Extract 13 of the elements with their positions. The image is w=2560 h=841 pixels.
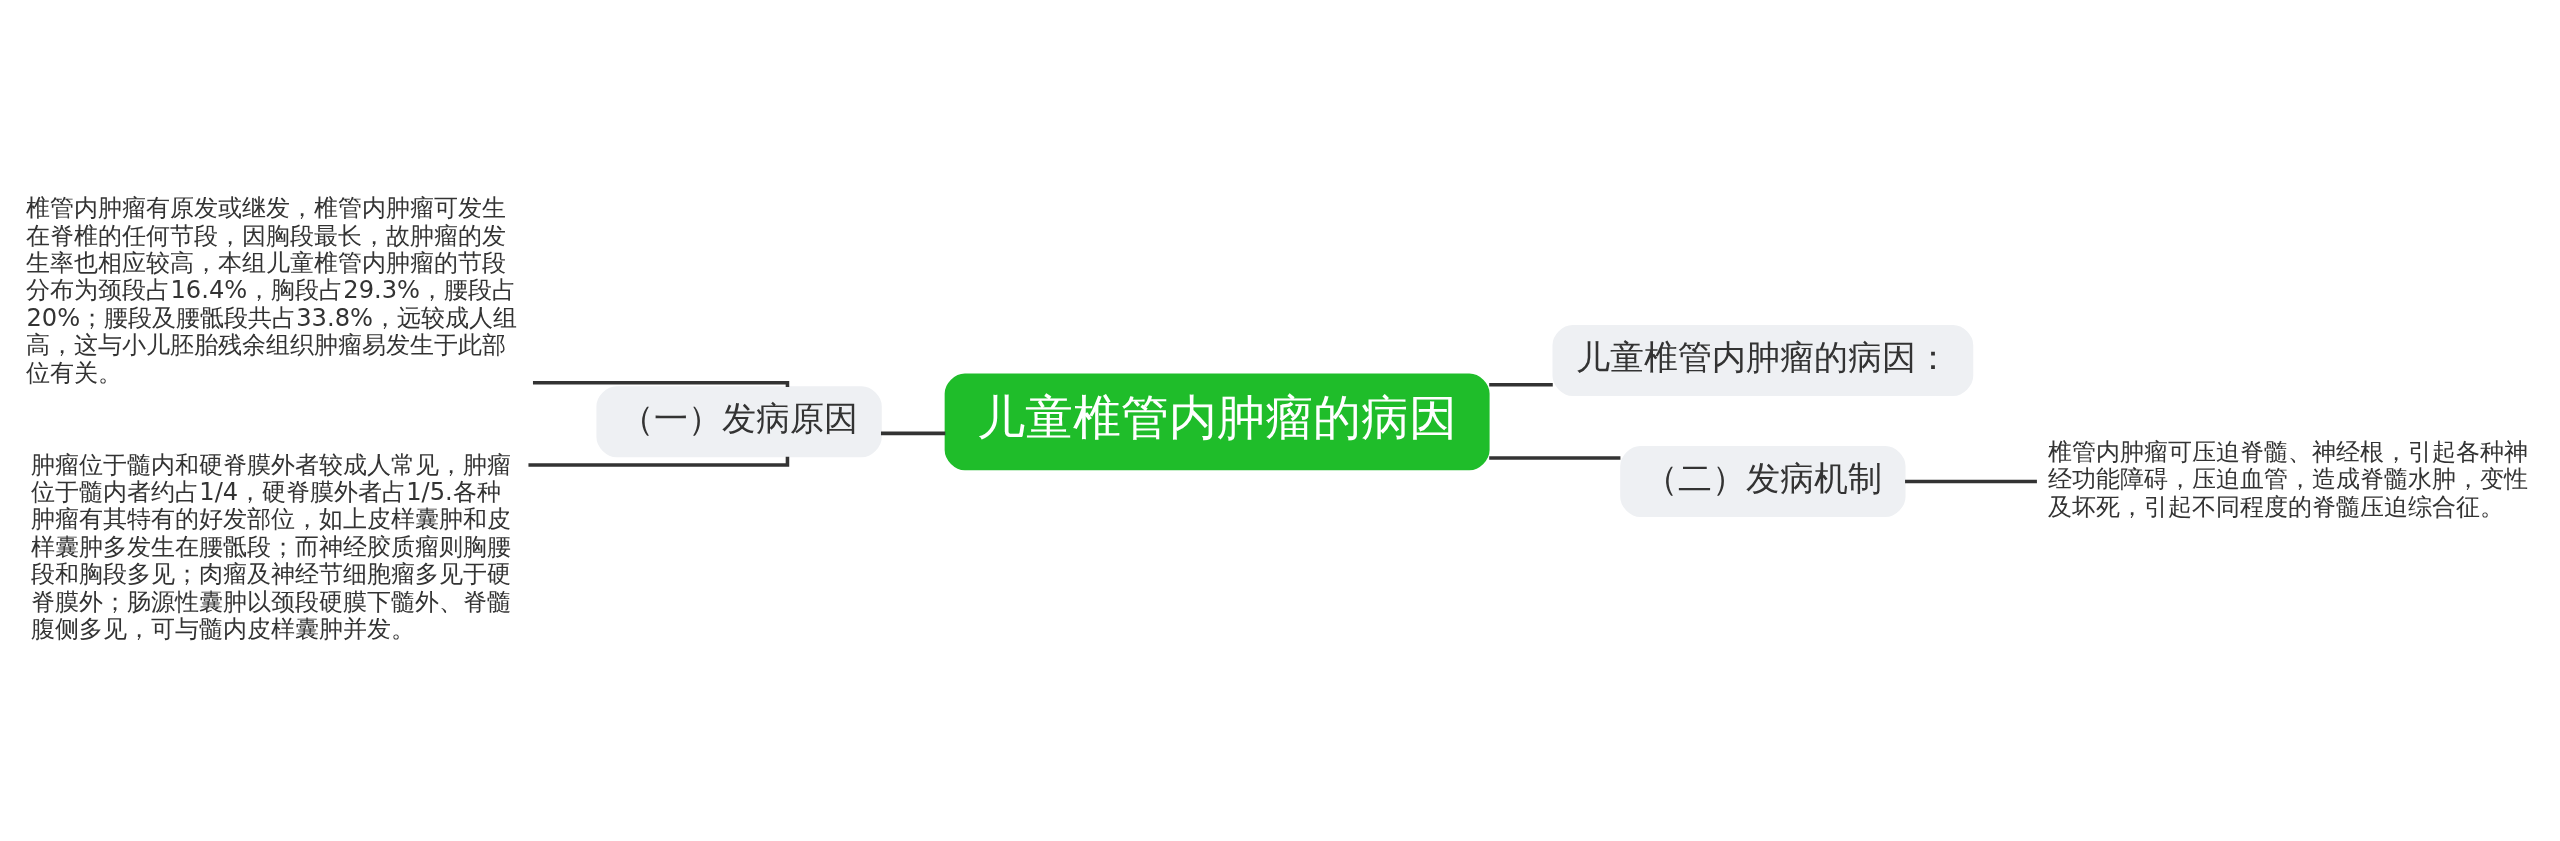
- connector: [528, 456, 790, 467]
- node-text: 椎管内肿瘤有原发或继发，椎管内肿瘤可发生在脊椎的任何节段，因胸段最长，故肿瘤的发生率也相应较高，本组儿童椎管内肿瘤的节段分布为颈段占16.4%，胸段占29.3%，腰段占20%；腰段及腰骶段共占33.8%，远较成人组高，这与小儿胚胎残余组织肿瘤易发生于此部位有关。: [26, 193, 517, 387]
- connector: [532, 380, 790, 387]
- node-box: 儿童椎管内肿瘤的病因: [944, 372, 1490, 470]
- node-text: 肿瘤位于髓内和硬脊膜外者较成人常见，肿瘤位于髓内者约占1/4，硬脊膜外者占1/5.各种肿瘤有其特有的好发部位，如上皮样囊肿和皮样囊肿多发生在腰骶段；而神经胶质瘤则胸腰段和胸段多见；肉瘤及神经节细胞瘤多见于硬脊膜外；肠源性囊肿以颈段硬膜下髓外、脊髓腹侧多见，可与髓内皮样囊肿并发。: [31, 450, 512, 643]
- node-text: 椎管内肿瘤可压迫脊髓、神经根，引起各种神经功能障碍，压迫血管，造成脊髓水肿，变性及坏死，引起不同程度的脊髓压迫综合征。: [2048, 437, 2529, 521]
- node-box: 儿童椎管内肿瘤的病因：: [1552, 324, 1974, 396]
- node-box: （二）发病机制: [1620, 445, 1906, 517]
- connector: [1489, 382, 1553, 386]
- connector: [1489, 455, 1621, 460]
- connector: [881, 431, 946, 435]
- connector: [1905, 479, 2037, 483]
- node-box: （一）发病原因: [596, 385, 882, 457]
